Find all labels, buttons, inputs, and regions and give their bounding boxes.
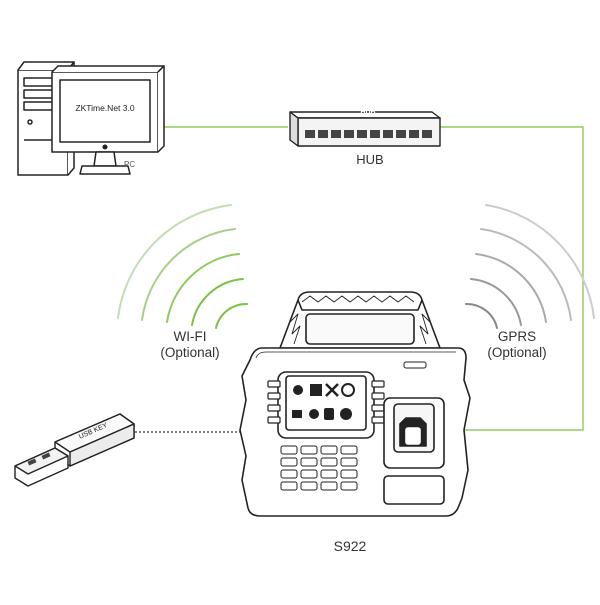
gprs-label: GPRS (Optional) (467, 329, 567, 360)
handle-texture (289, 295, 431, 345)
gprs-label-line2: (Optional) (487, 344, 547, 360)
wifi-signal-icon (117, 204, 248, 329)
screen-menu-icons (292, 383, 355, 420)
time-attendance-terminal-icon (239, 291, 471, 517)
usb-key-icon: USB KEY (14, 413, 135, 487)
terminal-side-buttons (267, 380, 385, 424)
hub-icon (289, 111, 441, 147)
hub-device-text: HUB (360, 109, 376, 116)
pc-screen-text: ZKTime.Net 3.0 (75, 103, 135, 113)
fingerprint-sensor (383, 397, 445, 505)
wifi-label-line2: (Optional) (160, 344, 220, 360)
pc-label: PC (124, 160, 136, 169)
gprs-label-line1: GPRS (497, 329, 537, 344)
device-label: S922 (333, 538, 367, 554)
gprs-signal-icon (465, 204, 595, 329)
wifi-label-line1: WI-FI (173, 329, 207, 344)
hub-label: HUB (356, 152, 384, 167)
wifi-label: WI-FI (Optional) (140, 329, 240, 360)
monitor-icon (51, 65, 165, 175)
terminal-keypad (280, 445, 358, 491)
hub-ports (305, 130, 432, 138)
